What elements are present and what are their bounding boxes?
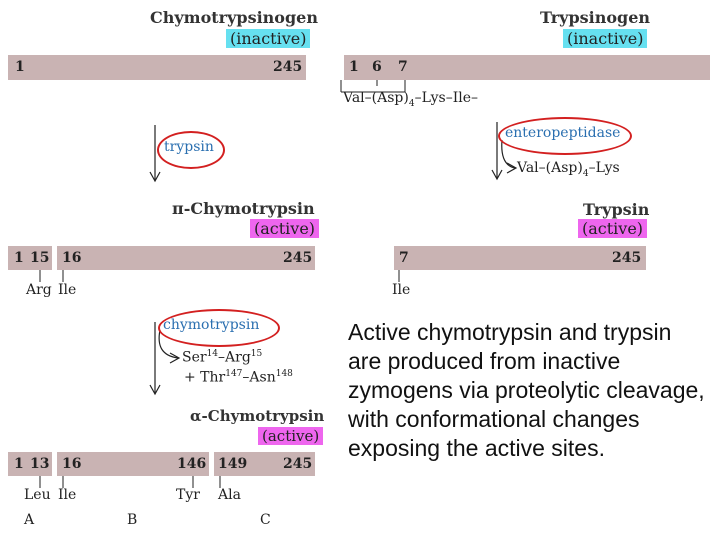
trypsin-chain-bar — [394, 246, 646, 270]
trypsin-residue-7: 7 — [399, 250, 409, 266]
chain-label-c: C — [260, 512, 271, 528]
alpha-chymotrypsin-chain-c-bar — [214, 452, 315, 476]
pi-chymotrypsin-title: π-Chymotrypsin — [172, 199, 315, 218]
trypsinogen-residue-6: 6 — [372, 59, 382, 75]
pi-chymotrypsin-active-label: (active) — [250, 219, 320, 238]
trypsin-highlight-circle — [157, 131, 225, 169]
trypsinogen-residue-1: 1 — [349, 59, 359, 75]
alpha-residue-1: 1 — [14, 456, 24, 472]
alpha-residue-ile: Ile — [58, 487, 77, 503]
trypsinogen-inactive-label: (inactive) — [563, 29, 648, 48]
caption-text: Active chymotrypsin and trypsin are prod… — [348, 319, 705, 461]
alpha-residue-16: 16 — [62, 456, 82, 472]
pi-residue-1: 1 — [14, 250, 24, 266]
alpha-residue-leu: Leu — [24, 487, 51, 503]
pi-residue-245: 245 — [283, 250, 313, 266]
chymotrypsin-highlight-circle — [158, 309, 280, 347]
enteropeptidase-label: enteropeptidase — [505, 125, 621, 141]
pi-chymotrypsin-chain-a-bar — [8, 246, 52, 270]
chymotrypsinogen-end-residue: 245 — [273, 59, 303, 75]
trypsin-residue-ile: Ile — [392, 282, 411, 298]
trypsinogen-chain-bar — [344, 55, 710, 80]
alpha-chymotrypsin-active-label: (active) — [258, 427, 324, 445]
alpha-chymotrypsin-title: α-Chymotrypsin — [190, 407, 325, 425]
released-dipeptide-thr-asn: + Thr147–Asn148 — [184, 369, 293, 386]
alpha-residue-tyr: Tyr — [176, 487, 200, 503]
chymotrypsinogen-chain-bar — [8, 55, 306, 80]
chymotrypsin-enzyme-label: chymotrypsin — [163, 317, 260, 333]
trypsin-residue-245: 245 — [612, 250, 642, 266]
chain-label-b: B — [127, 512, 138, 528]
enteropeptidase-released-peptide: Val–(Asp)4–Lys — [517, 160, 620, 179]
chymotrypsinogen-inactive-label: (inactive) — [226, 29, 311, 48]
arrow-released-peptides — [158, 329, 179, 359]
alpha-chymotrypsin-chain-a-bar — [8, 452, 52, 476]
pi-residue-16: 16 — [62, 250, 82, 266]
alpha-chymotrypsin-chain-b-bar — [57, 452, 209, 476]
pi-residue-arg: Arg — [26, 282, 52, 298]
trypsin-enzyme-label: trypsin — [164, 139, 214, 155]
chymotrypsinogen-start-residue: 1 — [15, 59, 25, 75]
pi-residue-ile: Ile — [58, 282, 77, 298]
trypsin-active-label: (active) — [578, 219, 648, 238]
released-dipeptide-ser-arg: Ser14–Arg15 — [182, 349, 263, 366]
enteropeptidase-highlight-circle — [498, 117, 632, 155]
alpha-residue-13: 13 — [30, 456, 50, 472]
trypsinogen-propeptide: Val–(Asp)4–Lys–Ile– — [343, 90, 479, 109]
chain-label-a: A — [24, 512, 35, 528]
alpha-residue-149: 149 — [218, 456, 248, 472]
alpha-residue-ala: Ala — [218, 487, 241, 503]
alpha-residue-245: 245 — [283, 456, 313, 472]
trypsin-title: Trypsin — [583, 200, 650, 219]
trypsinogen-title: Trypsinogen — [540, 8, 651, 27]
chymotrypsinogen-title: Chymotrypsinogen — [150, 8, 318, 27]
trypsinogen-residue-7: 7 — [398, 59, 408, 75]
pi-residue-15: 15 — [30, 250, 50, 266]
alpha-residue-146: 146 — [177, 456, 207, 472]
pi-chymotrypsin-chain-b-bar — [57, 246, 315, 270]
